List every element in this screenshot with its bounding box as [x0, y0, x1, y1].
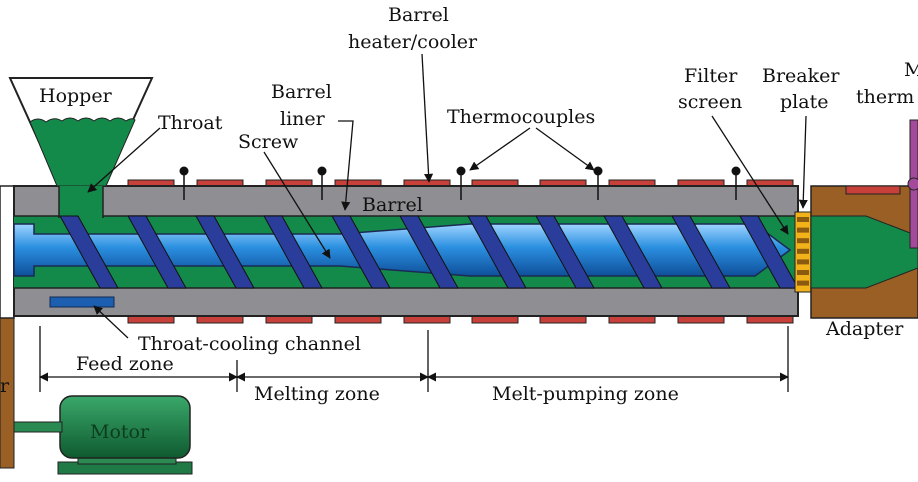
label-breaker-plate-line2: plate: [780, 91, 828, 113]
label-motor: Motor: [90, 421, 150, 443]
thermocouple-head-1: [179, 166, 189, 176]
adapter-heater-band: [845, 185, 901, 195]
adapter-channel: [810, 215, 918, 289]
screw-flight-10: [671, 215, 731, 289]
breaker-hole-2: [797, 227, 809, 233]
label-hopper: Hopper: [39, 85, 113, 107]
zone-markers: [39, 326, 789, 392]
label-screw: Screw: [238, 131, 299, 153]
heater-band-bottom-8: [608, 315, 656, 324]
label-melt-pumping-zone: Melt-pumping zone: [492, 383, 679, 405]
left-housing: [0, 185, 15, 319]
breaker-hole-6: [797, 270, 809, 275]
screw-flight-5: [331, 215, 391, 289]
label-filter-screen-line1: Filter: [684, 65, 738, 87]
screw-flight-8: [535, 215, 595, 289]
heater-band-bottom-3: [265, 315, 313, 324]
heater-band-bottom-5: [403, 315, 451, 324]
thermocouples: [179, 166, 741, 200]
label-adapter: Adapter: [825, 318, 904, 340]
label-barrel-heater-line1: Barrel: [388, 4, 449, 26]
breaker-hole-3: [797, 238, 809, 244]
screw-flight-1: [59, 215, 119, 289]
screw-flight-3: [195, 215, 255, 289]
heater-band-bottom-6: [471, 315, 519, 324]
label-throat-cooling-channel: Throat-cooling channel: [138, 333, 361, 355]
screw-flight-4: [263, 215, 323, 289]
heater-band-bottom-1: [127, 315, 175, 324]
label-throat: Throat: [158, 112, 223, 134]
label-barrel-liner-line2: liner: [280, 108, 326, 130]
throat-opening: [59, 186, 103, 218]
leader-lines: [87, 53, 808, 339]
thermocouple-head-4: [593, 166, 603, 176]
label-barrel: Barrel: [362, 194, 423, 216]
breaker-plate-holes: [797, 217, 809, 286]
screw-flight-2: [127, 215, 187, 289]
label-barrel-heater-line2: heater/cooler: [348, 31, 478, 53]
breaker-hole-5: [797, 259, 809, 265]
hopper-material: [29, 117, 136, 187]
breaker-hole-4: [797, 248, 809, 254]
label-left-edge: r: [0, 375, 10, 397]
thermocouple-head-2: [317, 166, 327, 176]
label-melt-thermo-line2: therm: [856, 86, 914, 108]
label-filter-screen-line2: screen: [678, 91, 742, 113]
label-barrel-liner-line1: Barrel: [271, 81, 332, 103]
heater-band-bottom-2: [196, 315, 244, 324]
label-breaker-plate-line1: Breaker: [762, 65, 840, 87]
label-thermocouples: Thermocouples: [447, 106, 595, 128]
heater-bands-bottom: [127, 315, 794, 324]
label-melting-zone: Melting zone: [254, 383, 380, 405]
breaker-hole-7: [797, 280, 809, 286]
thermocouple-head-3: [456, 166, 466, 176]
heater-band-bottom-10: [746, 315, 794, 324]
label-melt-thermo-line1: M: [904, 59, 918, 81]
throat-cooling-channel: [49, 296, 115, 308]
heater-band-bottom-9: [677, 315, 725, 324]
screw-flight-6: [399, 215, 459, 289]
screw-flight-7: [467, 215, 527, 289]
label-feed-zone: Feed zone: [76, 353, 174, 375]
heater-band-bottom-4: [334, 315, 382, 324]
screw-flight-9: [603, 215, 663, 289]
motor-shaft: [13, 421, 63, 433]
heater-band-bottom-7: [539, 315, 587, 324]
thermocouple-head-5: [731, 166, 741, 176]
breaker-hole-1: [797, 217, 809, 222]
screw-flights: [59, 215, 799, 289]
